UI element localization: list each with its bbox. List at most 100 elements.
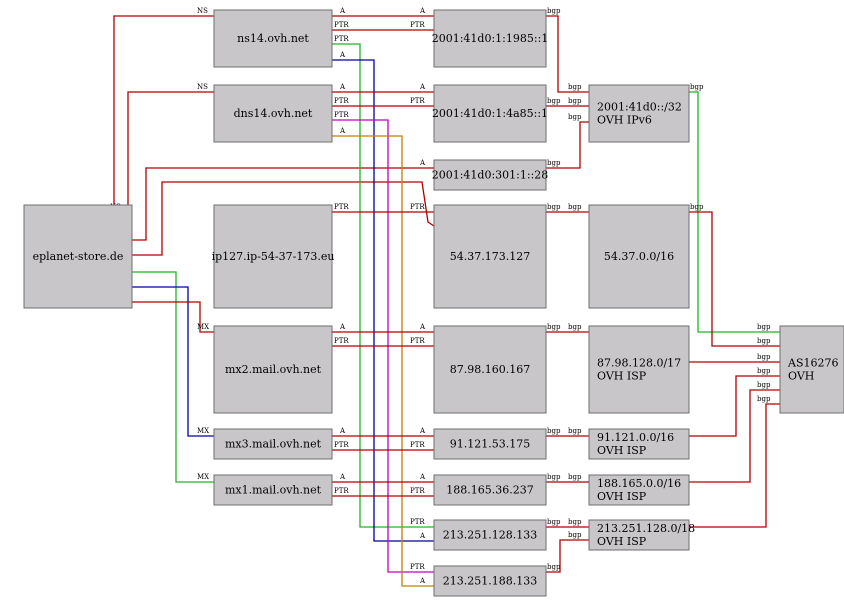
node-label: 188.165.36.237 [446, 484, 533, 497]
node-label: 87.98.128.0/17 [597, 357, 681, 370]
node-box [23, 204, 133, 309]
node-ip6-301: 2001:41d0:301:1::28 [432, 159, 548, 191]
node-box [213, 204, 333, 309]
label-ns-1: NS [197, 7, 208, 15]
node-box [433, 519, 547, 551]
label-bgp-17: bgp [547, 563, 561, 571]
node-box [433, 428, 547, 460]
edge-ns14-a-213a [332, 59, 434, 542]
label-ptr-1: PTR [410, 21, 425, 29]
label-a-9: A [419, 83, 426, 91]
node-box [213, 428, 333, 460]
label-ptr-4: PTR [410, 518, 425, 526]
label-mx-2: MX [197, 473, 209, 481]
edge-eplanet-ip54 [132, 181, 435, 256]
label-ptr-11: PTR [410, 337, 425, 345]
label-a-6: A [339, 51, 346, 59]
label-bgp-20: bgp [757, 323, 771, 331]
node-label: 2001:41d0::/32 [597, 101, 682, 114]
label-bgp-21: bgp [690, 203, 704, 211]
label-a-4: A [339, 7, 346, 15]
label-a-15: A [419, 427, 426, 435]
label-a-7: A [419, 532, 426, 540]
label-ptr-15: PTR [410, 487, 425, 495]
label-ptr-5: PTR [410, 97, 425, 105]
edge-bgp-pfx188-as [689, 389, 780, 483]
node-label: 2001:41d0:1:4a85::1 [432, 107, 548, 120]
label-a-8: A [339, 83, 346, 91]
label-ptr-13: PTR [410, 441, 425, 449]
label-ptr-14: PTR [334, 441, 349, 449]
label-bgp-15: bgp [547, 518, 561, 526]
edge-bgp-pfx91-as [689, 375, 780, 437]
node-label: 91.121.53.175 [450, 438, 530, 451]
node-box [588, 84, 690, 143]
label-bgp-9: bgp [547, 323, 561, 331]
edge-eplanet-ip6301 [132, 167, 434, 241]
node-ip-213b: 213.251.188.133 [433, 565, 547, 597]
node-ip-213a: 213.251.128.133 [433, 519, 547, 551]
node-label: eplanet-store.de [33, 250, 124, 263]
node-box [433, 565, 547, 597]
node-mx1: mx1.mail.ovh.net [213, 474, 333, 506]
node-label: 91.121.0.0/16 [597, 431, 674, 444]
label-bgp-12: bgp [568, 427, 582, 435]
node-box [433, 84, 547, 143]
label-ptr-6: PTR [334, 97, 349, 105]
label-a-16: A [339, 473, 346, 481]
label-ptr-10: PTR [334, 203, 349, 211]
label-a-17: A [419, 473, 426, 481]
node-ip-87: 87.98.160.167 [433, 325, 547, 414]
label-bgp-26: bgp [757, 395, 771, 403]
node-ip-188: 188.165.36.237 [433, 474, 547, 506]
label-ptr-3: PTR [334, 35, 349, 43]
node-label: OVH ISP [597, 444, 647, 457]
node-box [588, 325, 690, 414]
label-mx-6: MX [197, 323, 209, 331]
label-bgp-24: bgp [757, 367, 771, 375]
node-box [213, 474, 333, 506]
label-mx-4: MX [197, 427, 209, 435]
label-a-1: A [419, 159, 426, 167]
node-box [433, 9, 547, 68]
node-ns14: ns14.ovh.net [213, 9, 333, 68]
label-a-5: A [419, 7, 426, 15]
node-box [779, 325, 844, 414]
edge-bgp-pfx54-as [689, 211, 780, 347]
node-label: dns14.ovh.net [234, 107, 313, 120]
edge-eplanet-dns14 [127, 91, 214, 226]
node-box [588, 428, 690, 460]
node-dns14: dns14.ovh.net [213, 84, 333, 143]
node-box [433, 325, 547, 414]
label-bgp-3: bgp [547, 97, 561, 105]
edge-eplanet-ns14 [113, 15, 214, 211]
node-box [433, 159, 547, 191]
edge-ns14-ptr-213a [332, 43, 434, 528]
edge-bgp-pfx213-as [689, 403, 780, 528]
label-bgp-1: bgp [547, 7, 561, 15]
label-ns-3: NS [197, 83, 208, 91]
label-ptr-2: PTR [334, 21, 349, 29]
label-a-11: A [419, 577, 426, 585]
label-bgp-8: bgp [568, 203, 582, 211]
label-ptr-7: PTR [334, 111, 349, 119]
node-mx2: mx2.mail.ovh.net [213, 325, 333, 414]
label-bgp-13: bgp [547, 473, 561, 481]
label-bgp-25: bgp [757, 381, 771, 389]
node-label: 213.251.188.133 [443, 575, 537, 588]
node-box [588, 204, 690, 309]
label-bgp-6: bgp [568, 113, 582, 121]
label-ptr-16: PTR [334, 487, 349, 495]
node-box [213, 325, 333, 414]
label-bgp-5: bgp [547, 159, 561, 167]
node-box [213, 9, 333, 68]
edge-bgp-213b [546, 539, 589, 573]
label-bgp-22: bgp [757, 337, 771, 345]
node-box [588, 474, 690, 506]
